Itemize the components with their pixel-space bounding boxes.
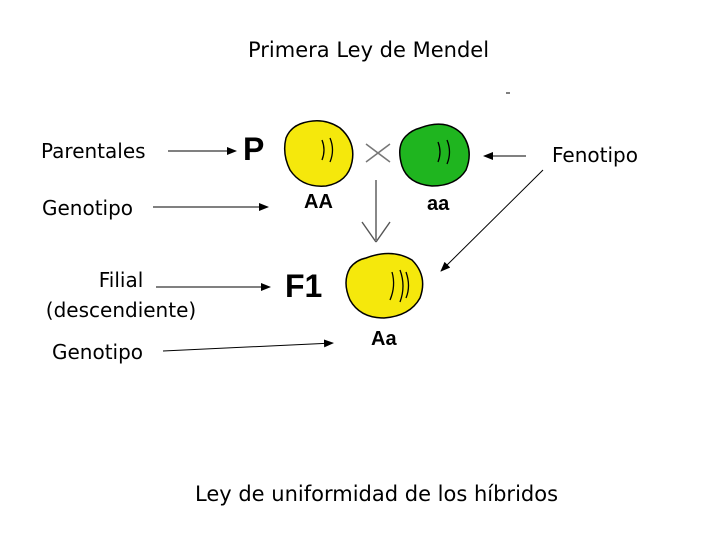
cross-down-arrow <box>361 180 391 243</box>
page-subtitle: Ley de uniformidad de los híbridos <box>195 482 559 506</box>
arrow-fenotipo-offspring <box>440 169 544 272</box>
green-pea-parent <box>399 123 470 187</box>
generation-p-label: P <box>243 131 265 167</box>
generation-f1-label: F1 <box>285 268 323 304</box>
label-parentales: Parentales <box>41 139 146 163</box>
page-title: Primera Ley de Mendel <box>248 38 490 62</box>
label-filial-line2: (descendiente) <box>45 298 197 322</box>
genotype-aa-hybrid: Aa <box>371 328 397 350</box>
label-filial-line1: Filial <box>98 268 144 292</box>
yellow-pea-offspring <box>345 252 424 319</box>
genotype-aa-dominant: AA <box>304 191 333 213</box>
yellow-pea-parent <box>283 120 354 187</box>
label-genotipo-filial: Genotipo <box>52 340 144 364</box>
arrow-genotipo-filial <box>162 339 334 352</box>
label-fenotipo: Fenotipo <box>552 143 638 167</box>
label-genotipo-parental: Genotipo <box>42 196 134 220</box>
label-filial: Filial (descendiente) <box>36 265 206 325</box>
cross-symbol <box>365 143 391 163</box>
genotype-aa-recessive: aa <box>427 193 450 215</box>
